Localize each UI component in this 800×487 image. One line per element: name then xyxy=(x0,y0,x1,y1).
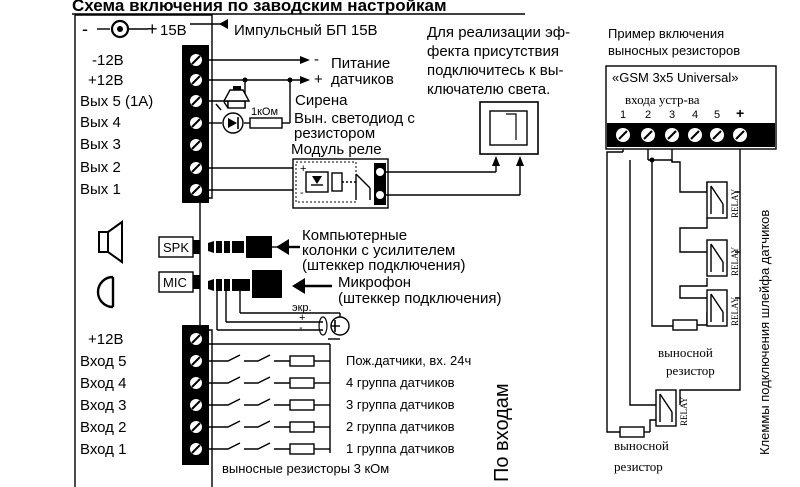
jack-plus: + xyxy=(147,19,158,39)
sensor-switches xyxy=(209,354,330,455)
relay-label-1: RELAY xyxy=(730,188,740,218)
bottom-terminal-block xyxy=(182,325,209,465)
pin-5: 5 xyxy=(714,109,720,121)
top-terminal-block xyxy=(182,45,209,203)
pin-3: 3 xyxy=(669,109,675,121)
relay-module-label: Модуль реле xyxy=(291,141,382,158)
pin-plus: + xyxy=(736,105,744,121)
spk-jack: SPK xyxy=(158,236,200,258)
sensor-label-fire: Пож.датчики, вх. 24ч xyxy=(346,353,471,368)
pin-2: 2 xyxy=(645,109,651,121)
speaker-plug-icon xyxy=(208,236,272,258)
power-sensors-label-2: датчиков xyxy=(331,71,394,88)
mic-shield-label: экр. xyxy=(292,302,312,314)
microphone-icon xyxy=(96,275,115,309)
relay-label-2: RELAY xyxy=(730,246,740,276)
sensor-label-group3: 3 группа датчиков xyxy=(346,397,455,412)
terminal-label-out5: Вых 5 (1А) xyxy=(80,93,153,110)
sensor-label-group2: 2 группа датчиков xyxy=(346,419,455,434)
speakers-label-3: (штеккер подключения) xyxy=(302,257,465,274)
speakers-label-2: колонки с усилителем xyxy=(302,242,455,259)
speakers-label-1: Компьютерные xyxy=(302,227,407,244)
jack-minus: - xyxy=(82,19,88,39)
power-sensors-label-1: Питание xyxy=(331,55,390,72)
presence-line-3: подключитесь к вы- xyxy=(427,62,564,79)
presence-line-2: фекта присутствия xyxy=(427,43,559,60)
led-label-2: резистором xyxy=(294,125,375,142)
mic-plug-icon xyxy=(208,270,282,298)
by-inputs-label: По входам xyxy=(491,383,513,482)
terminal-label-in1: Вход 1 xyxy=(80,441,126,458)
mic-jack: MIC xyxy=(158,271,200,293)
terminal-label-out4: Вых 4 xyxy=(80,114,121,131)
pin-1: 1 xyxy=(620,109,626,121)
top-terminal-labels: -12В +12В Вых 5 (1А) Вых 4 Вых 3 Вых 2 В… xyxy=(80,52,153,198)
led-icon xyxy=(215,101,244,134)
mic-wiring xyxy=(216,291,350,340)
remote-resistor-label-b1: выносной xyxy=(614,438,669,453)
resistors-note: выносные резисторы 3 кОм xyxy=(222,461,389,476)
spk-label: SPK xyxy=(163,240,189,255)
relay-label-4: RELAY xyxy=(679,396,689,426)
relay-plus: + xyxy=(300,163,306,175)
relay-icon-4: RELAY xyxy=(655,389,689,427)
light-switch-icon xyxy=(479,101,539,155)
power-jack-icon: - + 15В xyxy=(82,19,187,39)
mic-label-1: Микрофон xyxy=(338,274,411,291)
jack-voltage: 15В xyxy=(160,22,187,39)
terminal-label-out2: Вых 2 xyxy=(80,159,121,176)
terminal-label-plus12: +12В xyxy=(88,72,123,89)
example-title-2: выносных резисторов xyxy=(608,43,740,58)
siren-label: Сирена xyxy=(295,92,348,109)
relay-label-3: RELAY xyxy=(730,296,740,326)
mic-plus-mark: + xyxy=(299,312,305,324)
input-wiring xyxy=(209,343,331,453)
siren-icon xyxy=(222,86,251,109)
presence-line-1: Для реализации эф- xyxy=(427,24,570,41)
mic-label: MIC xyxy=(163,275,187,290)
relay-module-icon: + - xyxy=(292,158,389,209)
remote-resistor-label-a2: резистор xyxy=(666,363,715,378)
output-wiring xyxy=(209,56,310,191)
terminal-label-in5: Вход 5 xyxy=(80,353,126,370)
minus-sign: - xyxy=(314,51,319,68)
plus-sign: + xyxy=(314,71,323,88)
resistor-1k-label: 1кОм xyxy=(251,106,278,118)
terminal-label-in3: Вход 3 xyxy=(80,397,126,414)
mic-minus-mark: - xyxy=(299,322,303,334)
relay-minus: - xyxy=(300,187,304,199)
terminal-label-in2: Вход 2 xyxy=(80,419,126,436)
bottom-terminal-labels: +12В Вход 5 Вход 4 Вход 3 Вход 2 Вход 1 xyxy=(80,331,126,458)
sensor-label-group1: 1 группа датчиков xyxy=(346,441,455,456)
diagram-title: Схема включения по заводским настройкам xyxy=(72,0,447,15)
terminal-label-in4: Вход 4 xyxy=(80,375,126,392)
mic-label-2: (штеккер подключения) xyxy=(338,290,501,307)
remote-resistor-label-b2: резистор xyxy=(614,459,663,474)
sensor-label-group4: 4 группа датчиков xyxy=(346,375,455,390)
example-device-name: «GSM 3x5 Universal» xyxy=(612,70,738,85)
example-inputs-label: входа устр-ва xyxy=(625,92,700,107)
pin-4: 4 xyxy=(692,109,698,121)
example-title-1: Пример включения xyxy=(608,26,724,41)
relay-icon-3: RELAY xyxy=(706,289,740,327)
led-label-1: Вын. светодиод с xyxy=(294,110,415,127)
speaker-icon xyxy=(98,220,123,264)
terminal-label-out3: Вых 3 xyxy=(80,136,121,153)
presence-line-4: ключателю света. xyxy=(427,81,550,98)
remote-resistor-label-a1: выносной xyxy=(658,345,713,360)
resistor-1k-icon xyxy=(249,117,283,129)
terminal-label-out1: Вых 1 xyxy=(80,181,121,198)
relay-icon-2: RELAY xyxy=(706,239,740,277)
terminal-label-in-plus12: +12В xyxy=(88,331,123,348)
example-device-box: «GSM 3x5 Universal» входа устр-ва 1 2 3 … xyxy=(605,65,777,150)
power-supply-label: Импульсный БП 15В xyxy=(234,22,378,39)
relay-icon-1: RELAY xyxy=(706,181,740,219)
sensor-loop-terminals-label: Клеммы подключения шлейфа датчиков xyxy=(757,210,772,455)
terminal-label-minus12: -12В xyxy=(92,52,124,69)
